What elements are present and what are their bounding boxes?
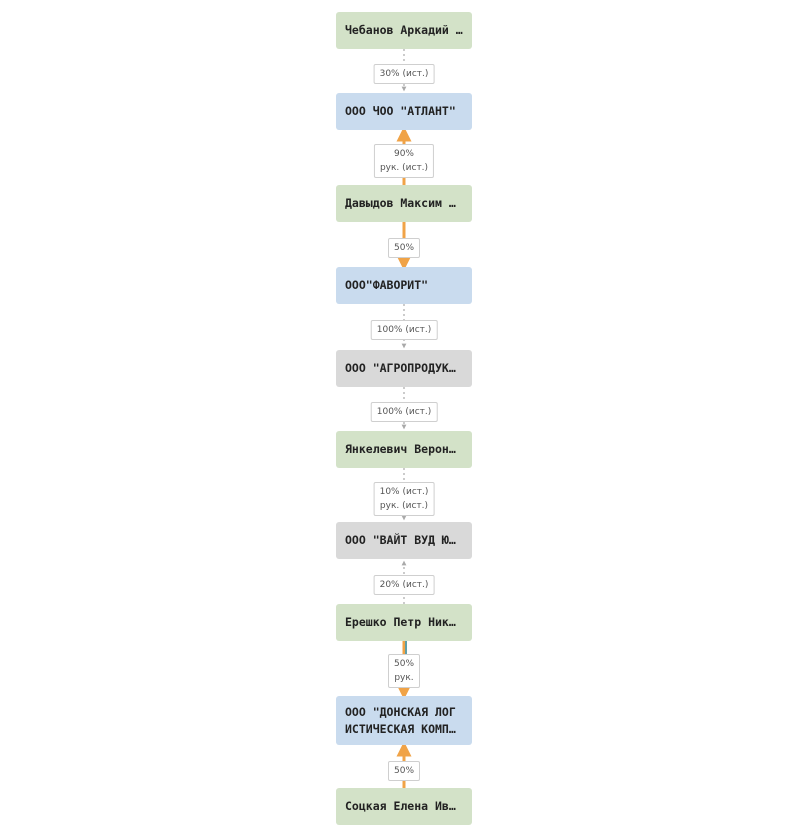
link-label-line: 90% — [393, 149, 414, 159]
link-label: 50% — [387, 761, 421, 781]
graph-node-company[interactable]: ООО"ФАВОРИТ" — [336, 267, 472, 304]
link-label: 20% (ист.) — [373, 575, 435, 595]
link-label: 30% (ист.) — [373, 64, 435, 84]
graph-node-company[interactable]: ООО ЧОО "АТЛАНТ" — [336, 93, 472, 130]
graph-node-company[interactable]: ООО "ДОНСКАЯ ЛОГ ИСТИЧЕСКАЯ КОМП… — [336, 696, 472, 745]
link-label-line: 10% (ист.) — [379, 487, 429, 497]
link-label-line: 100% (ист.) — [376, 407, 432, 417]
link-label: 50% рук. — [387, 654, 421, 688]
graph-node-person[interactable]: Чебанов Аркадий … — [336, 12, 472, 49]
graph-node-inactive[interactable]: ООО "ВАЙТ ВУД Ю… — [336, 522, 472, 559]
graph-node-person[interactable]: Давыдов Максим … — [336, 185, 472, 222]
link-label-line: рук. (ист.) — [379, 501, 429, 511]
graph-node-person[interactable]: Соцкая Елена Ив… — [336, 788, 472, 825]
link-label-line: 50% — [393, 243, 415, 253]
link-label-line: 100% (ист.) — [376, 325, 432, 335]
link-label: 50% — [387, 238, 421, 258]
link-label-line: рук. (ист.) — [379, 163, 429, 173]
graph-node-person[interactable]: Янкелевич Верон… — [336, 431, 472, 468]
link-label-line: 30% (ист.) — [379, 69, 429, 79]
link-label-line: рук. — [394, 673, 414, 683]
link-label: 100% (ист.) — [370, 402, 438, 422]
graph-node-inactive[interactable]: ООО "АГРОПРОДУК… — [336, 350, 472, 387]
link-label-line: 50% — [393, 659, 415, 669]
link-label: 10% (ист.) рук. (ист.) — [373, 482, 435, 516]
link-label-line: 20% (ист.) — [379, 580, 429, 590]
graph-node-person[interactable]: Ерешко Петр Ник… — [336, 604, 472, 641]
link-label-line: 50% — [393, 766, 415, 776]
link-label: 100% (ист.) — [370, 320, 438, 340]
link-label: 90% рук. (ист.) — [373, 144, 435, 178]
